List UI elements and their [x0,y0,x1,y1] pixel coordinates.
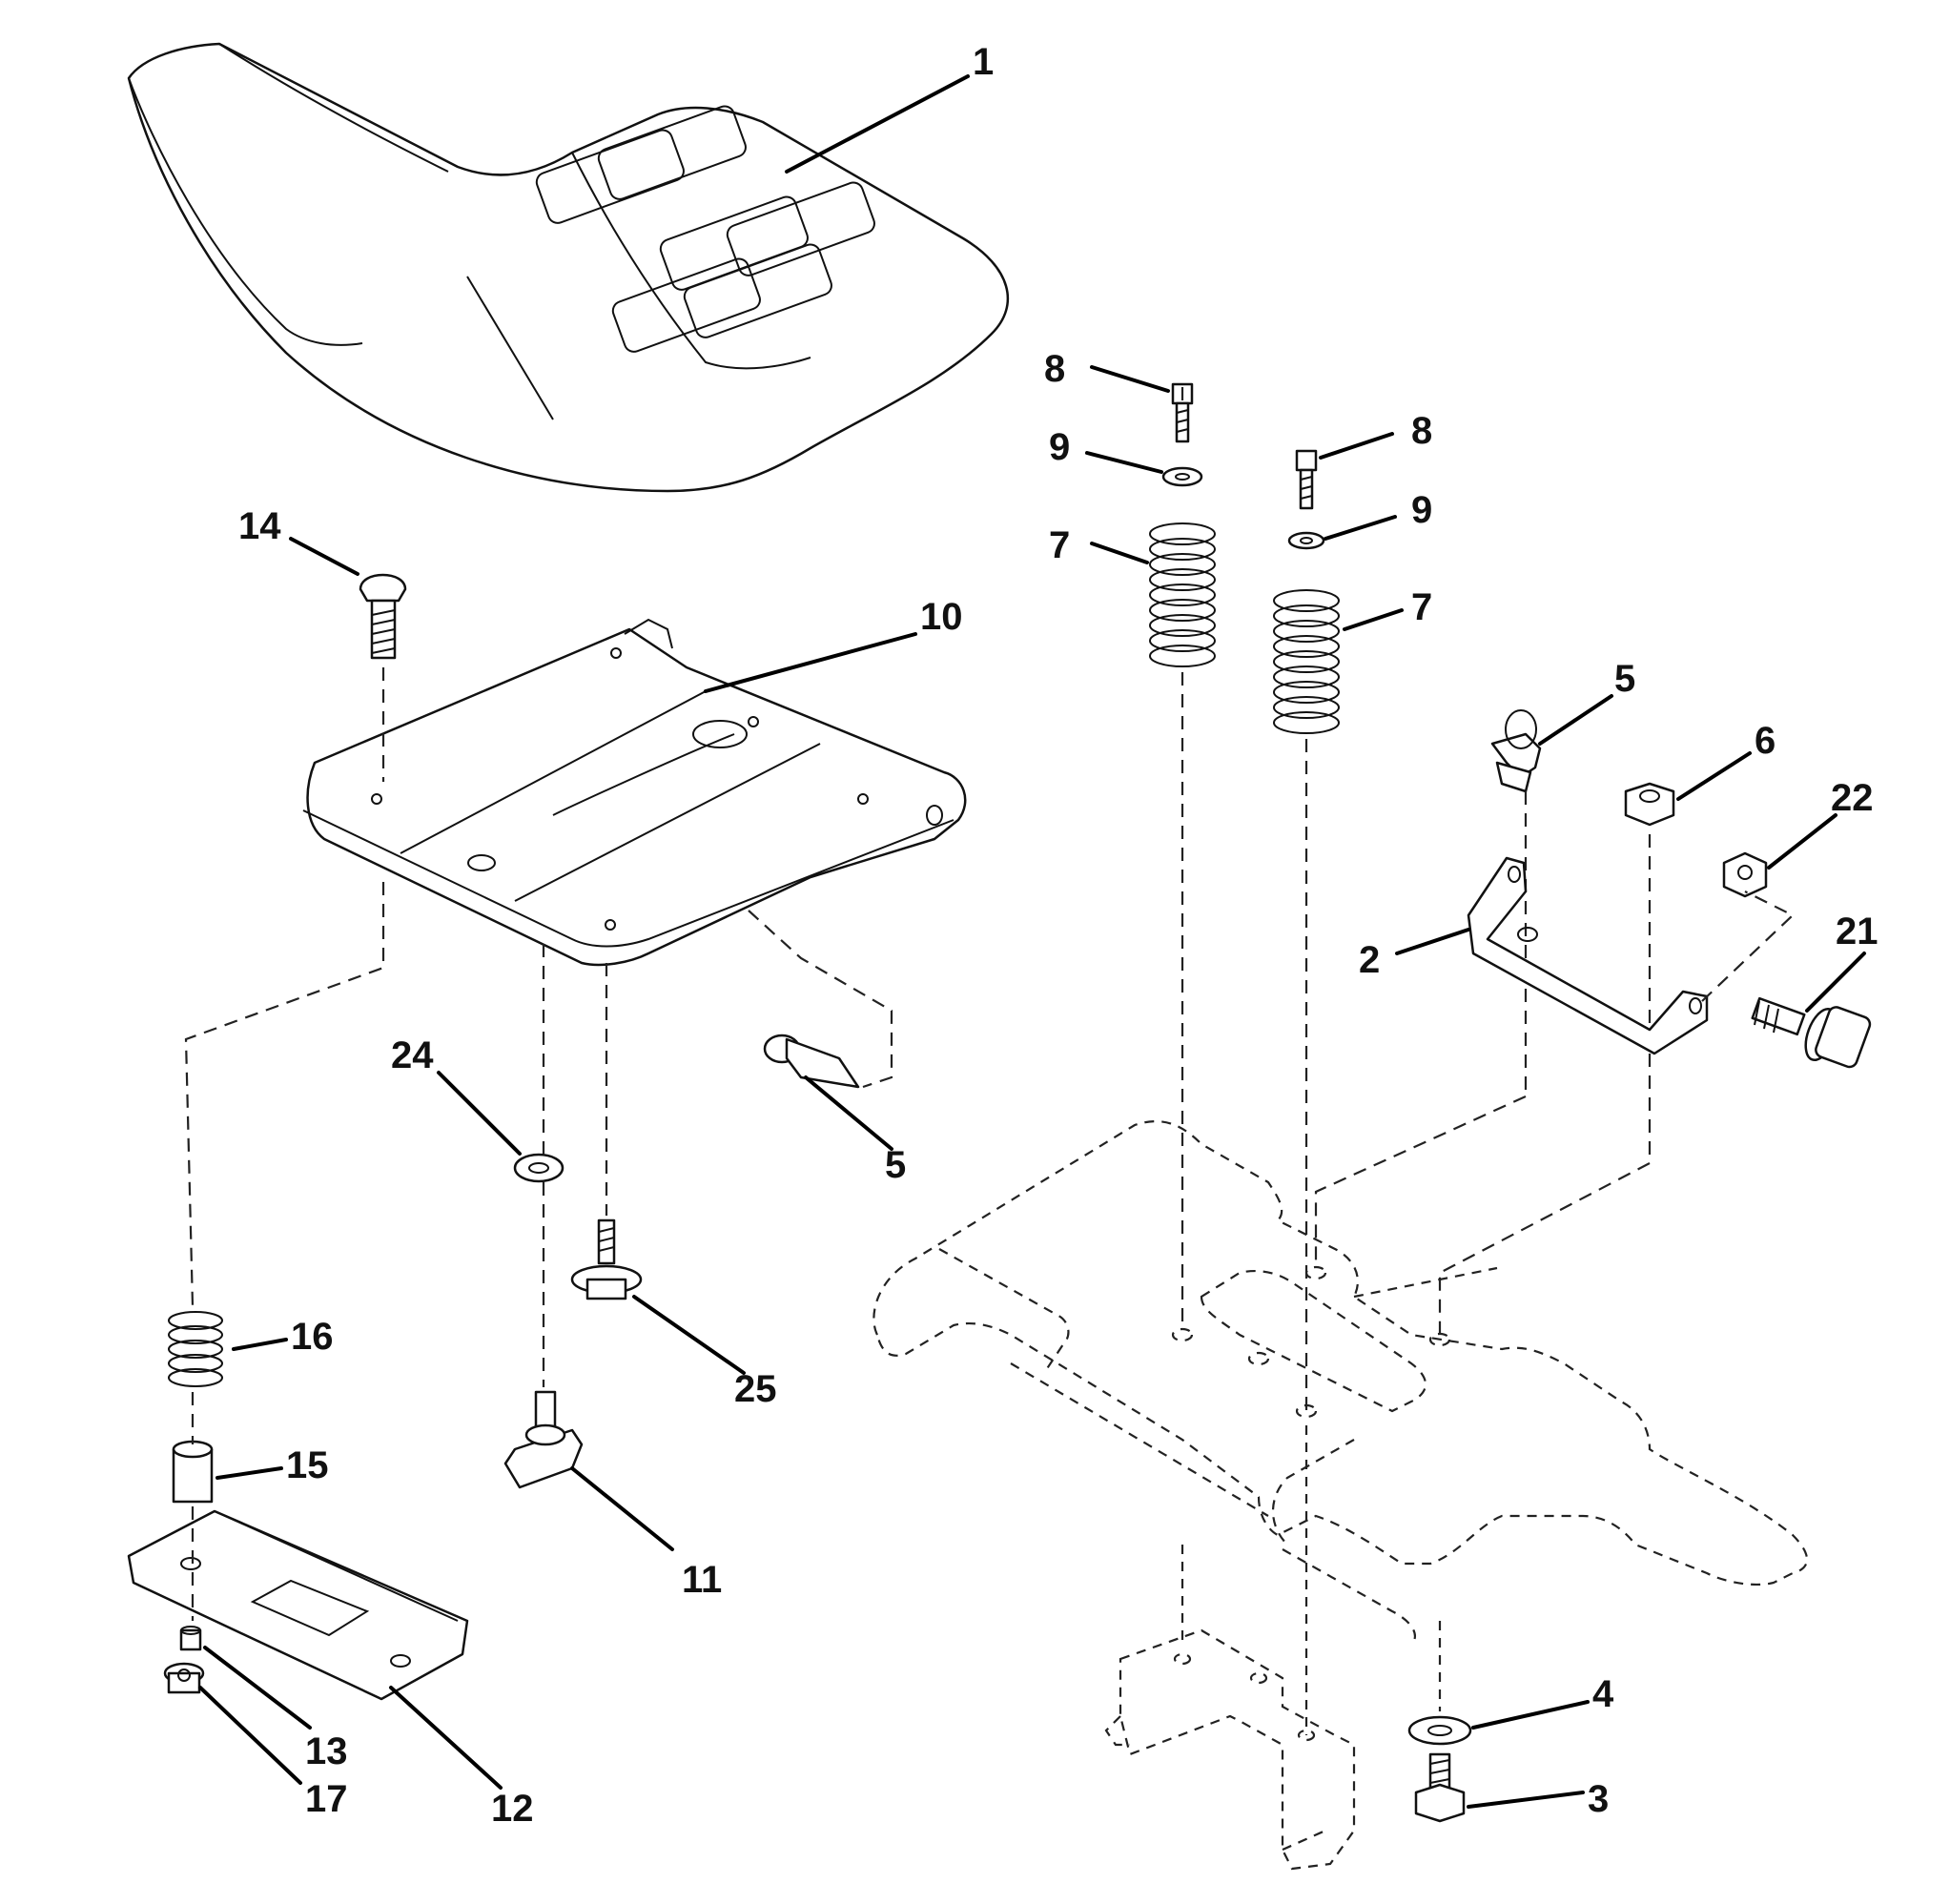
callout-9-left: 9 [1049,426,1070,468]
callout-13: 13 [305,1730,348,1772]
mower-frame-phantom [872,1120,1809,1735]
callout-15: 15 [286,1444,329,1486]
callout-17: 17 [305,1778,348,1820]
callout-5-lower: 5 [885,1144,906,1186]
callout-11: 11 [682,1559,722,1601]
knob-part: 11 [503,1390,722,1601]
large-spring-right [1273,589,1340,734]
callout-9-right: 9 [1411,489,1432,531]
callout-6: 6 [1755,720,1776,762]
seat-part: 1 [127,41,1009,493]
flange-nut-part: 17 [163,1662,348,1820]
bracket-part: 2 [1359,856,1709,1055]
nut-6-part: 6 [1624,720,1776,1163]
callout-7-left: 7 [1049,524,1070,566]
callout-24: 24 [391,1034,434,1076]
washer-part: 24 [391,1034,564,1183]
small-spring-part: 16 [168,1311,334,1387]
callout-12: 12 [491,1788,534,1830]
bolt-3-part: 3 [1414,1752,1609,1823]
callout-2: 2 [1359,939,1380,981]
carriage-bolt-part: 14 [238,505,407,782]
spacer-part: 15 [172,1440,329,1504]
callout-8-right: 8 [1411,410,1432,452]
large-spring-left [1149,522,1216,667]
callout-4: 4 [1592,1673,1614,1715]
lower-frame-bracket-phantom [1104,1628,1356,1871]
clip-lower-part: 5 [763,1034,906,1186]
callout-21: 21 [1836,911,1878,952]
callout-8-left: 8 [1044,348,1065,390]
callout-1: 1 [973,41,994,83]
callout-5-upper: 5 [1614,658,1635,700]
washer-4-part: 4 [1407,1673,1614,1746]
callout-3: 3 [1588,1778,1609,1820]
callout-10: 10 [920,596,963,638]
shoulder-bolt-part: 25 [570,1218,777,1410]
clip-upper-part: 5 [1490,658,1635,1096]
callout-14: 14 [238,505,281,547]
left-guide-lines [184,882,893,1621]
seat-pan-part: 10 [302,596,967,967]
bracket-plate-part: 12 [127,1509,534,1830]
callout-7-right: 7 [1411,586,1432,628]
left-spring-stack: 8 9 7 [1044,348,1216,1330]
nut-22-part: 22 [1722,777,1874,898]
right-guide-lines [1314,891,1795,1335]
callout-25: 25 [734,1368,777,1410]
seat-pads [535,105,875,353]
bolt-21-part: 21 [1751,911,1878,1069]
nut-13-part: 13 [179,1626,348,1772]
right-spring-stack: 8 9 7 [1273,410,1432,1411]
callout-22: 22 [1831,777,1874,819]
callout-16: 16 [291,1316,334,1358]
